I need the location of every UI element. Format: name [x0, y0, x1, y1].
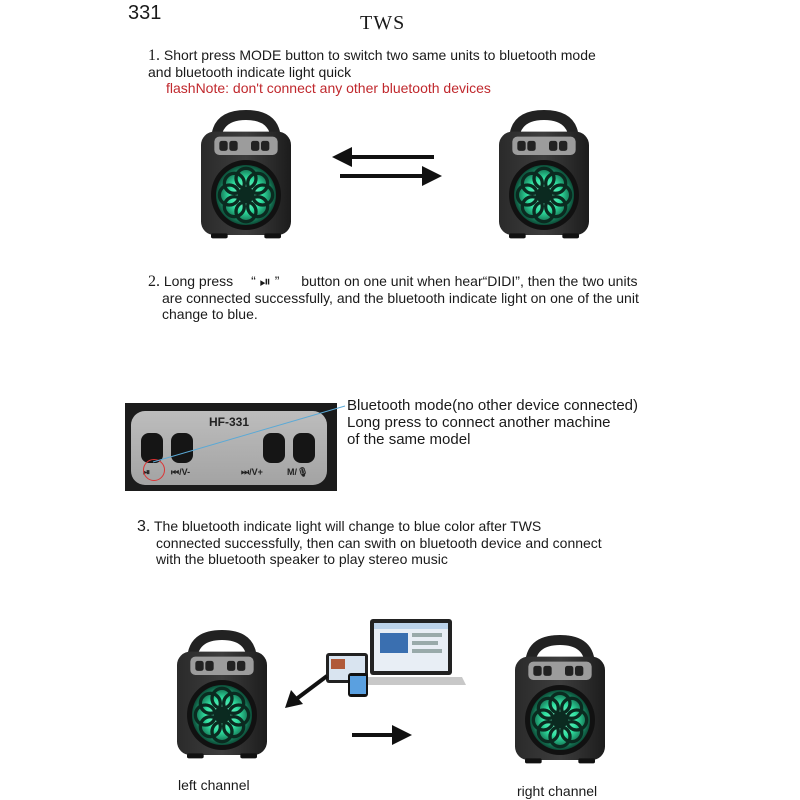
arrow-right-icon	[352, 725, 412, 745]
speaker-unit-b	[497, 108, 591, 240]
prev-label: ⏮/V-	[171, 467, 191, 477]
panel-model-label: HF-331	[209, 415, 250, 429]
step1-line2: and bluetooth indicate light quick	[148, 64, 352, 80]
callout-line1: Bluetooth mode(no other device connected…	[347, 397, 639, 414]
play-pause-button[interactable]	[141, 433, 163, 463]
arrow-to-left-speaker-icon	[285, 674, 329, 708]
mode-button[interactable]	[293, 433, 315, 463]
callout-line2: Long press to connect another machine	[347, 414, 611, 431]
step1-number: 1.	[148, 47, 160, 64]
left-channel-caption: left channel	[178, 777, 250, 793]
next-label: ⏭/V+	[241, 467, 263, 477]
step2-text: 2. Long press “ ⏯ ” button on one unit w…	[148, 273, 639, 322]
step2-line1a: Long press	[163, 273, 234, 289]
step3-text: 3. The bluetooth indicate light will cha…	[137, 518, 602, 567]
speaker-right-channel	[513, 633, 607, 765]
page-title: TWS	[360, 12, 406, 34]
step3-number: 3.	[137, 518, 151, 535]
step3-line3: with the bluetooth speaker to play stere…	[156, 551, 448, 567]
speaker-unit-a	[199, 108, 293, 240]
mode-label: M/🎙	[287, 467, 309, 477]
next-volume-up-button[interactable]	[263, 433, 285, 463]
step3-line2: connected successfully, then can swith o…	[156, 535, 602, 551]
step1-text: 1. Short press MODE button to switch two…	[148, 47, 596, 96]
step2-line3: change to blue.	[162, 306, 258, 322]
callout-line	[152, 405, 346, 463]
step1-note: flashNote: don't connect any other bluet…	[166, 80, 491, 96]
right-channel-caption: right channel	[517, 783, 598, 799]
page-number: 331	[128, 2, 162, 24]
step2-line1b: button on one unit when hear“DIDI”, then…	[301, 273, 638, 289]
play-pause-symbol: “ ⏯ ”	[251, 273, 280, 289]
callout-text: Bluetooth mode(no other device connected…	[347, 397, 638, 448]
callout-line3: of the same model	[347, 431, 471, 448]
step2-line2: are connected successfully, and the blue…	[162, 290, 639, 306]
step1-line1: Short press MODE button to switch two sa…	[163, 47, 596, 63]
devices-illustration	[326, 619, 466, 697]
speaker-left-channel	[175, 628, 269, 760]
highlight-circle	[143, 459, 165, 481]
double-arrow-icon	[332, 147, 442, 186]
step3-line1: The bluetooth indicate light will change…	[153, 518, 542, 534]
step2-number: 2.	[148, 273, 160, 290]
